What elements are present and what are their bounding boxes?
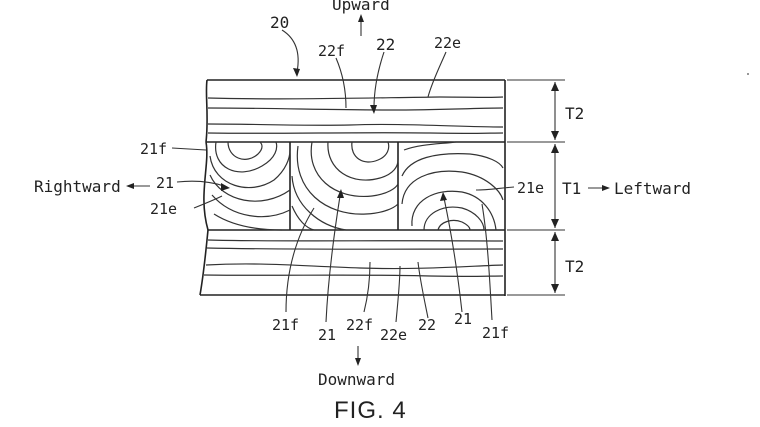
label-bottom-21-b: 21 xyxy=(454,310,472,328)
label-left-21: 21 xyxy=(156,174,174,192)
label-bottom-22: 22 xyxy=(418,316,436,334)
core-layer xyxy=(209,141,504,231)
top-veneer-layer xyxy=(207,96,504,135)
label-bottom-21f-a: 21f xyxy=(272,316,299,334)
text-labels: Upward 20 22f 22 22e 21f Rightward 21 21… xyxy=(34,0,691,424)
core-block-right xyxy=(401,141,504,231)
label-top-22f: 22f xyxy=(318,42,345,60)
label-top-22e: 22e xyxy=(434,34,461,52)
dim-bottom-T2: T2 xyxy=(565,257,584,276)
label-left-21e: 21e xyxy=(150,200,177,218)
label-bottom-21f-b: 21f xyxy=(482,324,509,342)
figure-caption: FIG. 4 xyxy=(334,397,407,424)
label-bottom-22e: 22e xyxy=(380,326,407,344)
label-bottom-21: 21 xyxy=(318,326,336,344)
core-block-middle xyxy=(291,141,399,231)
leader-lines xyxy=(126,14,610,366)
core-block-left xyxy=(209,141,291,231)
scan-speck xyxy=(747,73,749,75)
dim-top-T2: T2 xyxy=(565,104,584,123)
dimension-markers xyxy=(507,79,565,296)
label-left-21f: 21f xyxy=(140,140,167,158)
label-top-22: 22 xyxy=(376,35,395,54)
leftward-label: Leftward xyxy=(614,179,691,198)
downward-label: Downward xyxy=(318,370,395,389)
label-assembly-20: 20 xyxy=(270,13,289,32)
upward-label: Upward xyxy=(332,0,390,14)
rightward-label: Rightward xyxy=(34,177,121,196)
label-bottom-22f: 22f xyxy=(346,316,373,334)
dim-middle-T1: T1 xyxy=(562,179,581,198)
bottom-veneer-layer xyxy=(203,239,504,278)
label-right-21e: 21e xyxy=(517,179,544,197)
